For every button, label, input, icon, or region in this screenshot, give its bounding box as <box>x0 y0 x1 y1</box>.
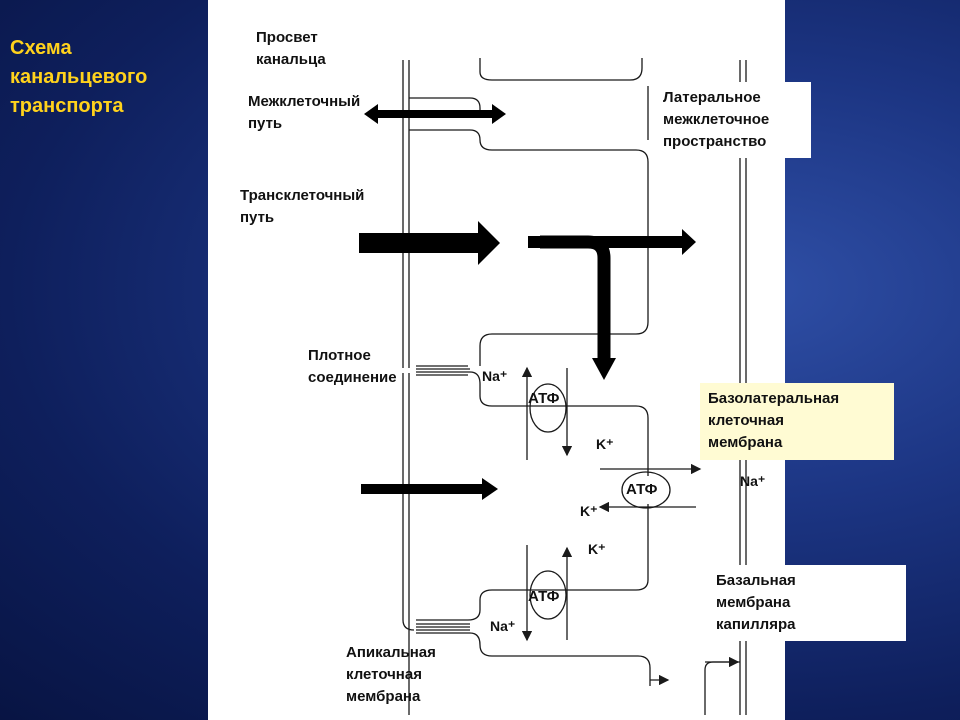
intercellular-channel-bottom <box>409 129 649 366</box>
lumen-label-line: канальца <box>256 51 326 68</box>
transcellular-arrow-3 <box>361 478 498 500</box>
atp-label-bottom: АТФ <box>528 588 560 605</box>
intercellular-path-arrow <box>364 104 506 124</box>
atp-label-top: АТФ <box>528 390 560 407</box>
ion-na-top: Na⁺ <box>482 368 508 384</box>
transcellular-arrow-1 <box>359 221 500 265</box>
basolateral-membrane-box: Базолатеральная клеточная мембрана <box>700 383 894 460</box>
transcellular-path-label: Трансклеточный путь <box>240 185 364 229</box>
transcellular-arrow-down-head <box>592 358 616 380</box>
tight-junction-lower <box>416 623 470 634</box>
basolateral-label-line: мембрана <box>708 434 783 451</box>
intercellular-path-label: Межклеточный путь <box>248 91 360 135</box>
lateral-space-label-line: Латеральное <box>663 89 761 106</box>
ion-k-mid1: K⁺ <box>580 503 598 519</box>
lateral-space-label-line: пространство <box>663 133 767 150</box>
capillary-label-line: капилляра <box>716 616 796 633</box>
intercellular-channel-top <box>409 97 481 110</box>
ion-na-bottom: Na⁺ <box>490 618 516 634</box>
capillary-label-line: Базальная <box>716 572 796 589</box>
atp-pump-mid-body <box>621 471 671 509</box>
lateral-space-box: Латеральное межклеточное пространство <box>655 82 811 158</box>
transcellular-arrow-turn <box>540 235 611 360</box>
lateral-space-label-line: межклеточное <box>663 111 770 128</box>
slide-title: Схема канальцевого транспорта <box>10 34 200 121</box>
tight-junction-lines <box>416 365 470 376</box>
transcellular-path-label-line: Трансклеточный <box>240 187 365 204</box>
apical-membrane-label: Апикальная клеточная мембрана <box>346 642 436 708</box>
basolateral-label-line: Базолатеральная <box>708 390 840 407</box>
atp-pump-top-body <box>529 383 567 433</box>
ion-k-top: K⁺ <box>596 436 614 452</box>
apical-membrane-label-line: клеточная <box>346 666 422 683</box>
capillary-label-line: мембрана <box>716 594 791 611</box>
atp-label-mid: АТФ <box>626 481 658 498</box>
intercellular-path-label-line: Межклеточный <box>248 93 361 110</box>
transcellular-path-label-line: путь <box>240 209 275 226</box>
cell-outline-mid-lower <box>416 504 649 621</box>
slide-title-line: Схема <box>10 37 72 59</box>
apical-wall-lower <box>402 619 415 715</box>
ion-na-right: Na⁺ <box>740 473 766 489</box>
cell-outline-mid <box>469 371 649 476</box>
tight-junction-label-line: соединение <box>308 369 397 386</box>
tight-junction-label-line: Плотное <box>308 347 371 364</box>
basolateral-label-line: клеточная <box>708 412 784 429</box>
tight-junction-label: Плотное соединение <box>308 345 397 389</box>
slide-title-line: канальцевого <box>10 66 148 88</box>
upper-cell-outline <box>479 58 643 81</box>
apical-membrane-label-line: Апикальная <box>346 644 436 661</box>
atp-pump-bottom-body <box>529 570 567 620</box>
apical-membrane-label-line: мембрана <box>346 688 421 705</box>
capillary-membrane-step <box>704 661 740 715</box>
lumen-label: Просвет канальца <box>256 27 326 71</box>
slide-title-line: транспорта <box>10 95 124 117</box>
capillary-membrane-box: Базальная мембрана капилляра <box>708 565 906 641</box>
lumen-label-line: Просвет <box>256 29 318 46</box>
cell-outline-bottom <box>469 632 651 686</box>
intercellular-path-label-line: путь <box>248 115 283 132</box>
ion-k-mid2: K⁺ <box>588 541 606 557</box>
transcellular-arrow-2 <box>528 229 696 255</box>
